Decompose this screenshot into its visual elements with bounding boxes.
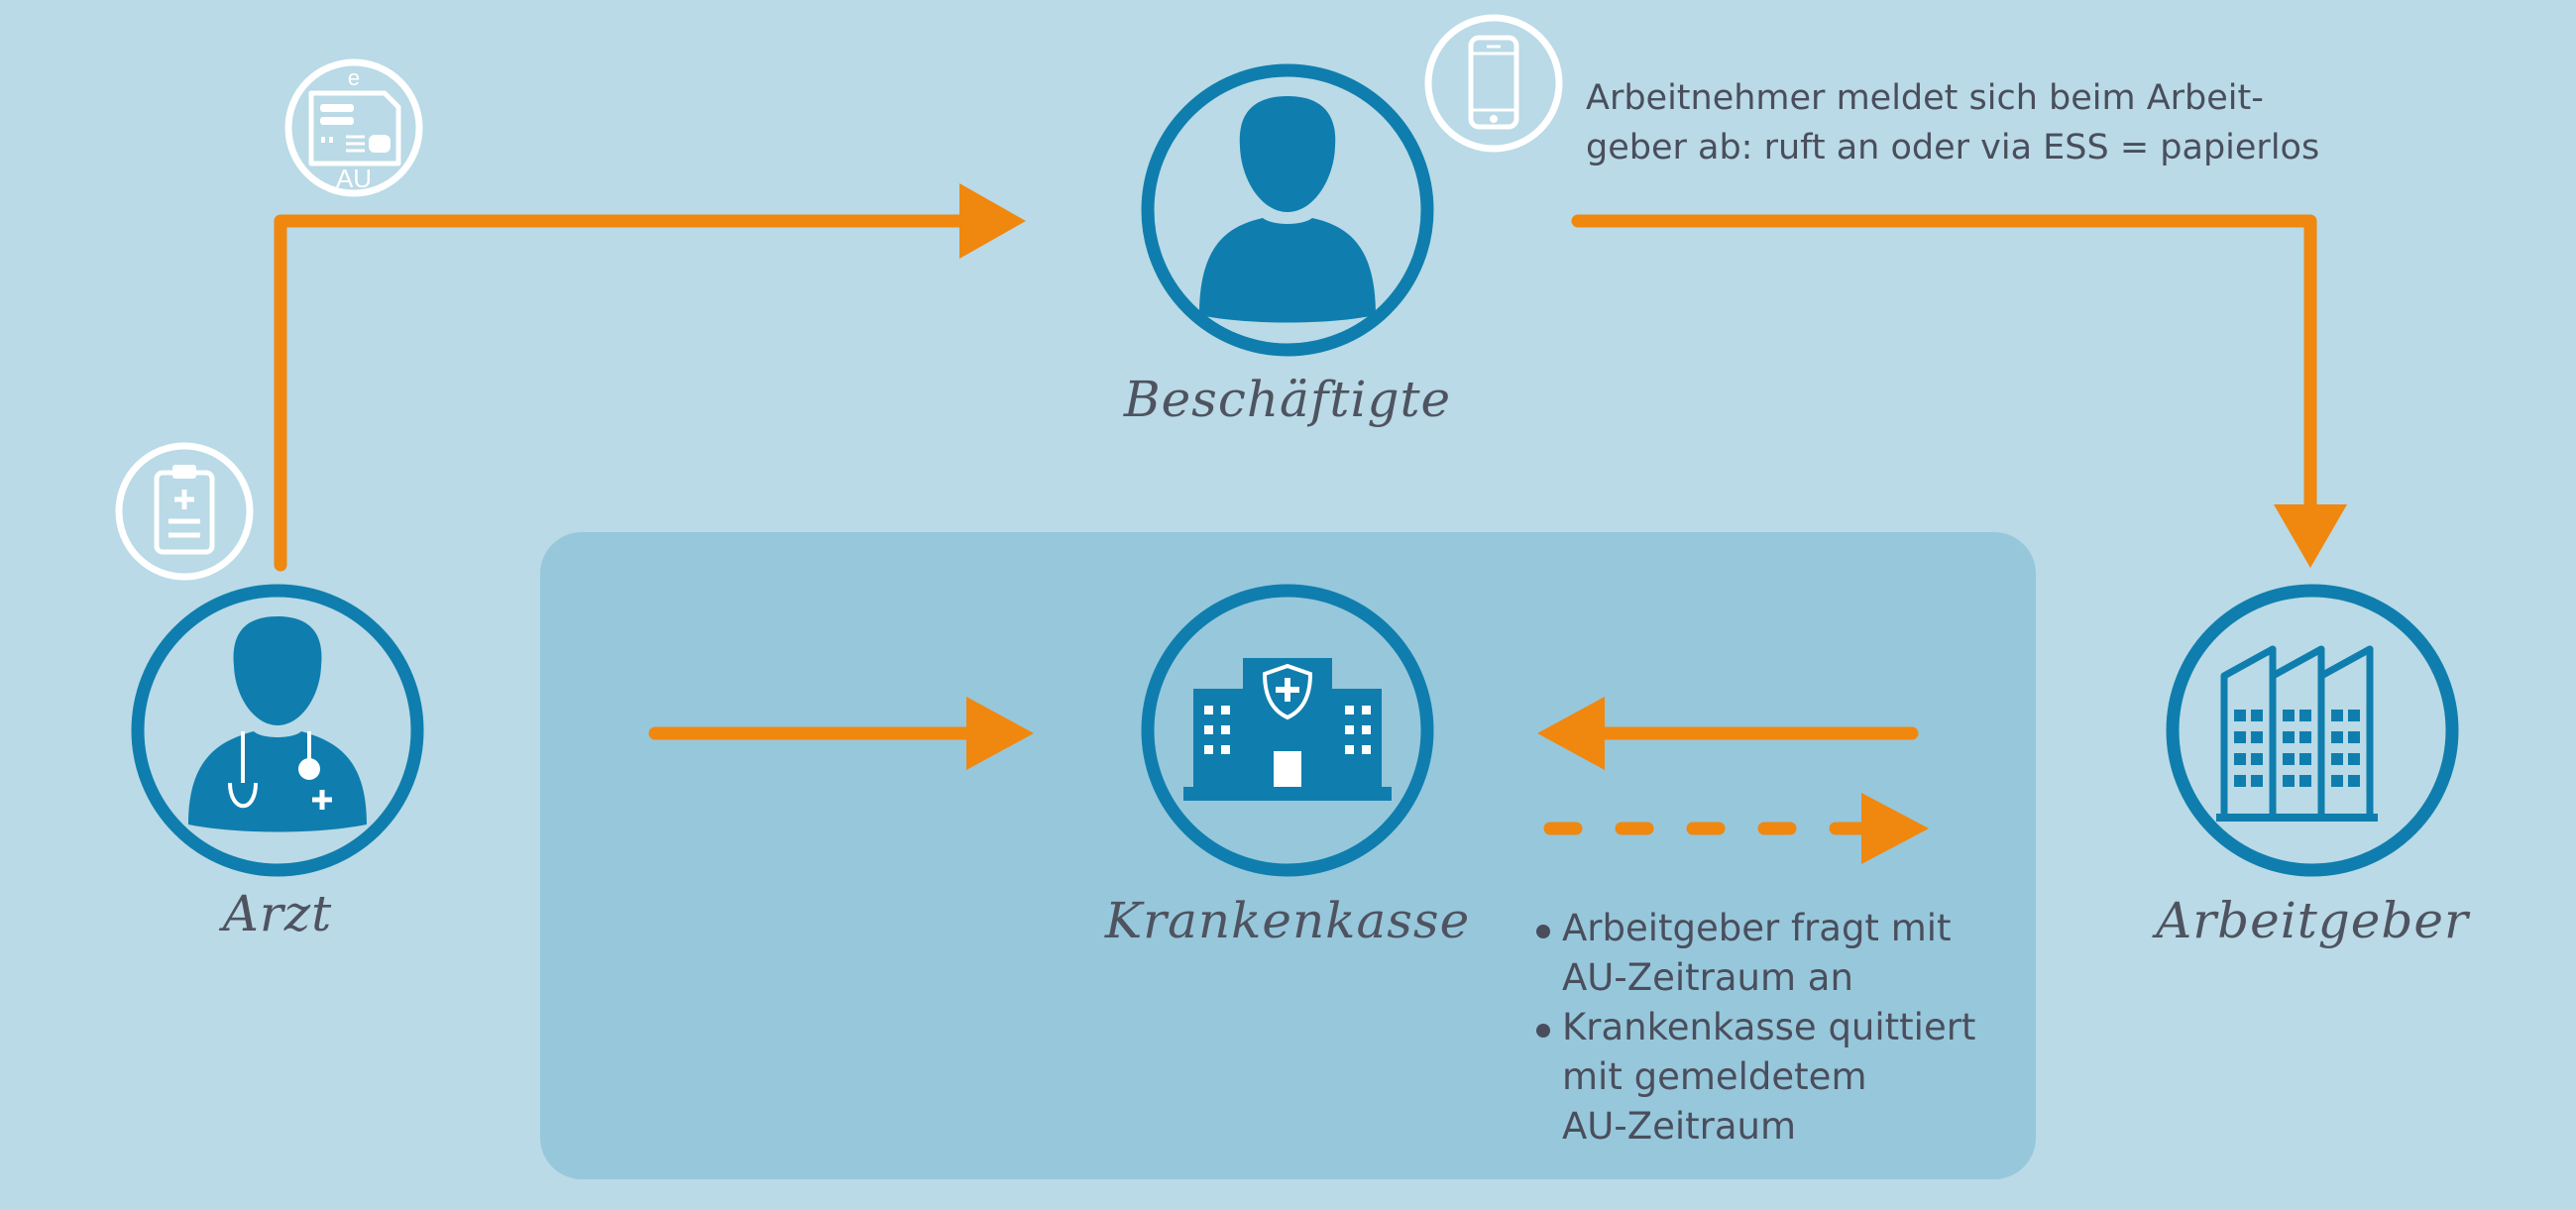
- arrow-arzt-to-beschaeftigte: [274, 183, 1026, 572]
- arrow-arbeitgeber-to-krankenkasse: [1537, 697, 1919, 770]
- document-icon: [308, 90, 401, 166]
- arbeitgeber-node: [2166, 584, 2459, 877]
- person-icon: [1199, 96, 1376, 323]
- query-note-item: Arbeitgeber fragt mit AU-Zeitraum an: [1534, 904, 2030, 1003]
- eau-badge-bottom-text: AU: [336, 164, 372, 193]
- clipboard-icon: [154, 470, 215, 555]
- query-note-line: AU-Zeitraum an: [1562, 956, 1853, 999]
- arbeitgeber-label: Arbeitgeber: [2156, 892, 2469, 949]
- krankenkasse-node: [1141, 584, 1434, 877]
- krankenkasse-label: Krankenkasse: [1104, 892, 1471, 949]
- smartphone-icon: [1468, 35, 1519, 130]
- query-note-line: mit gemeldetem: [1562, 1055, 1867, 1098]
- query-note-line: Arbeitgeber fragt mit: [1562, 907, 1952, 949]
- eau-document-badge: e AU: [284, 58, 423, 197]
- beschaeftigte-label: Beschäftigte: [1123, 371, 1452, 428]
- doctor-icon: [188, 616, 367, 832]
- arrow-to-krankenkasse: [648, 697, 1034, 770]
- beschaeftigte-node: [1141, 63, 1434, 357]
- query-note-line: AU-Zeitraum: [1562, 1105, 1797, 1148]
- employee-caption: Arbeitnehmer meldet sich beim Arbeit- ge…: [1586, 73, 2537, 172]
- clipboard-badge: [115, 442, 254, 581]
- smartphone-badge: [1424, 14, 1563, 153]
- hospital-icon: [1183, 658, 1392, 801]
- arrow-krankenkasse-to-arbeitgeber-dashed: [1543, 793, 1929, 864]
- krankenkasse-panel: [540, 532, 2036, 1179]
- query-notes-list: Arbeitgeber fragt mit AU-Zeitraum an Kra…: [1534, 904, 2030, 1152]
- factory-icon: [2216, 645, 2378, 822]
- arzt-node: [131, 584, 424, 877]
- employee-caption-line: geber ab: ruft an oder via ESS = papierl…: [1586, 128, 2320, 167]
- eau-badge-top-letter: e: [348, 65, 360, 90]
- arrow-beschaeftigte-to-arbeitgeber: [1571, 214, 2347, 568]
- query-note-item: Krankenkasse quittiert mit gemeldetem AU…: [1534, 1003, 2030, 1152]
- employee-caption-line: Arbeitnehmer meldet sich beim Arbeit-: [1586, 78, 2264, 118]
- arzt-label: Arzt: [222, 885, 333, 942]
- query-note-line: Krankenkasse quittiert: [1562, 1006, 1976, 1048]
